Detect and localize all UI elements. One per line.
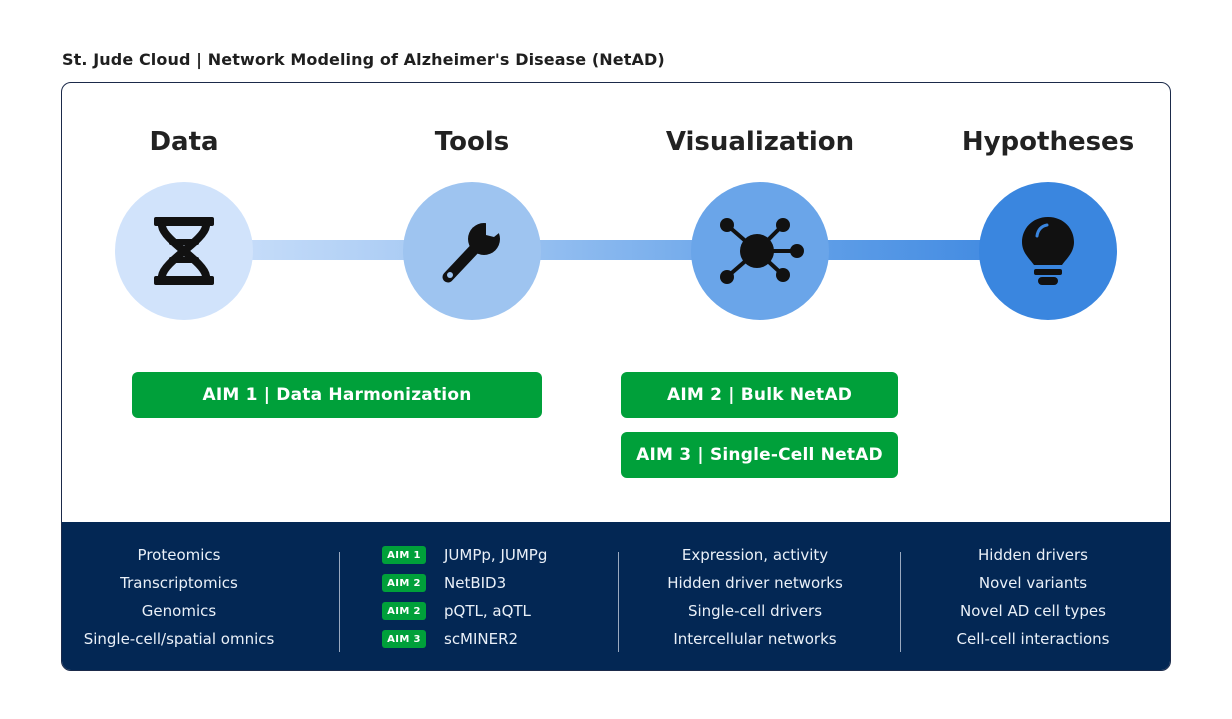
lightbulb-icon bbox=[1022, 217, 1074, 285]
visualization-item: Expression, activity bbox=[681, 546, 829, 564]
details-panel: Proteomics Transcriptomics Genomics Sing… bbox=[62, 522, 1170, 670]
stage-title-tools: Tools bbox=[434, 127, 510, 157]
aim-badge: AIM 3 bbox=[382, 630, 426, 648]
dna-icon bbox=[154, 217, 214, 285]
stage-circle-data bbox=[115, 182, 253, 320]
hypotheses-item: Novel AD cell types bbox=[960, 602, 1106, 620]
visualization-details: Expression, activity Hidden driver netwo… bbox=[625, 544, 885, 656]
stage-title-hypotheses: Hypotheses bbox=[961, 127, 1135, 157]
data-details: Proteomics Transcriptomics Genomics Sing… bbox=[62, 544, 309, 656]
data-item: Genomics bbox=[141, 602, 217, 620]
stage-title-data: Data bbox=[149, 127, 219, 157]
tool-name: scMINER2 bbox=[444, 630, 519, 648]
visualization-item: Single-cell drivers bbox=[687, 602, 823, 620]
data-item: Transcriptomics bbox=[120, 574, 238, 592]
column-divider bbox=[618, 552, 619, 652]
visualization-item: Intercellular networks bbox=[673, 630, 837, 648]
hypotheses-item: Cell-cell interactions bbox=[956, 630, 1110, 648]
tool-name: NetBID3 bbox=[444, 574, 507, 592]
wrench-icon bbox=[442, 219, 504, 283]
aim-3-bar: AIM 3 | Single-Cell NetAD bbox=[621, 432, 898, 478]
tool-row: AIM 1 JUMPp, JUMPg bbox=[382, 544, 642, 572]
tool-name: JUMPp, JUMPg bbox=[444, 546, 548, 564]
aim-2-bar: AIM 2 | Bulk NetAD bbox=[621, 372, 898, 418]
stage-connector bbox=[184, 240, 1044, 260]
diagram-frame: Data Tools Visualization Hypotheses bbox=[61, 82, 1171, 671]
tool-row: AIM 2 pQTL, aQTL bbox=[382, 600, 642, 628]
stage-circle-hypotheses bbox=[979, 182, 1117, 320]
stage-circle-visualization bbox=[691, 182, 829, 320]
page-title: St. Jude Cloud | Network Modeling of Alz… bbox=[62, 50, 665, 69]
column-divider bbox=[339, 552, 340, 652]
stage-circle-tools bbox=[403, 182, 541, 320]
aim-badge: AIM 1 bbox=[382, 546, 426, 564]
tool-name: pQTL, aQTL bbox=[444, 602, 531, 620]
data-item: Single-cell/spatial omnics bbox=[83, 630, 275, 648]
data-item: Proteomics bbox=[137, 546, 221, 564]
aim-1-bar: AIM 1 | Data Harmonization bbox=[132, 372, 542, 418]
aim-badge: AIM 2 bbox=[382, 574, 426, 592]
tools-details: AIM 1 JUMPp, JUMPg AIM 2 NetBID3 AIM 2 p… bbox=[382, 544, 642, 656]
aim-badge: AIM 2 bbox=[382, 602, 426, 620]
hypotheses-details: Hidden drivers Novel variants Novel AD c… bbox=[903, 544, 1163, 656]
network-icon bbox=[720, 218, 804, 284]
column-divider bbox=[900, 552, 901, 652]
hypotheses-item: Hidden drivers bbox=[978, 546, 1088, 564]
tool-row: AIM 3 scMINER2 bbox=[382, 628, 642, 656]
visualization-item: Hidden driver networks bbox=[667, 574, 843, 592]
stage-title-visualization: Visualization bbox=[665, 127, 855, 157]
hypotheses-item: Novel variants bbox=[978, 574, 1088, 592]
tool-row: AIM 2 NetBID3 bbox=[382, 572, 642, 600]
